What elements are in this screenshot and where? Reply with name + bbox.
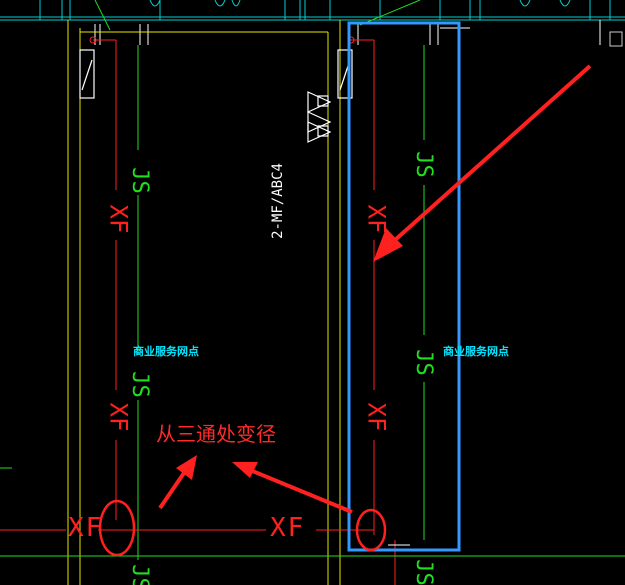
top-structure [0,0,625,21]
water-pipes [0,0,425,560]
fire-pipes [0,36,396,585]
xf-label-horizontal-1: XF [68,513,104,543]
walls [67,20,341,585]
circle-highlight [98,499,387,557]
area-label-left: 商业服务网点 [133,345,199,358]
annotation-text: 从三通处变径 [156,422,276,446]
js-label-left-1: JS [126,167,152,194]
riser-tag: 2-MF/ABC4 [269,163,286,239]
js-label-right-2: JS [410,349,436,376]
selection-box[interactable] [347,21,461,552]
js-label-right-3: JS [410,559,436,585]
js-label-right-1: JS [410,151,436,178]
xf-label-horizontal-2: XF [270,513,306,543]
xf-label-left-1: XF [104,204,133,234]
extinguisher-symbol [79,49,353,99]
js-label-left-3: JS [126,564,152,585]
valve-symbol [307,91,332,143]
area-label-right: 商业服务网点 [443,345,509,358]
arrow-annotation [158,64,592,514]
xf-label-left-2: XF [104,402,133,432]
xf-label-right-1: XF [362,204,391,234]
xf-label-right-2: XF [362,402,391,432]
js-label-left-2: JS [126,371,152,398]
